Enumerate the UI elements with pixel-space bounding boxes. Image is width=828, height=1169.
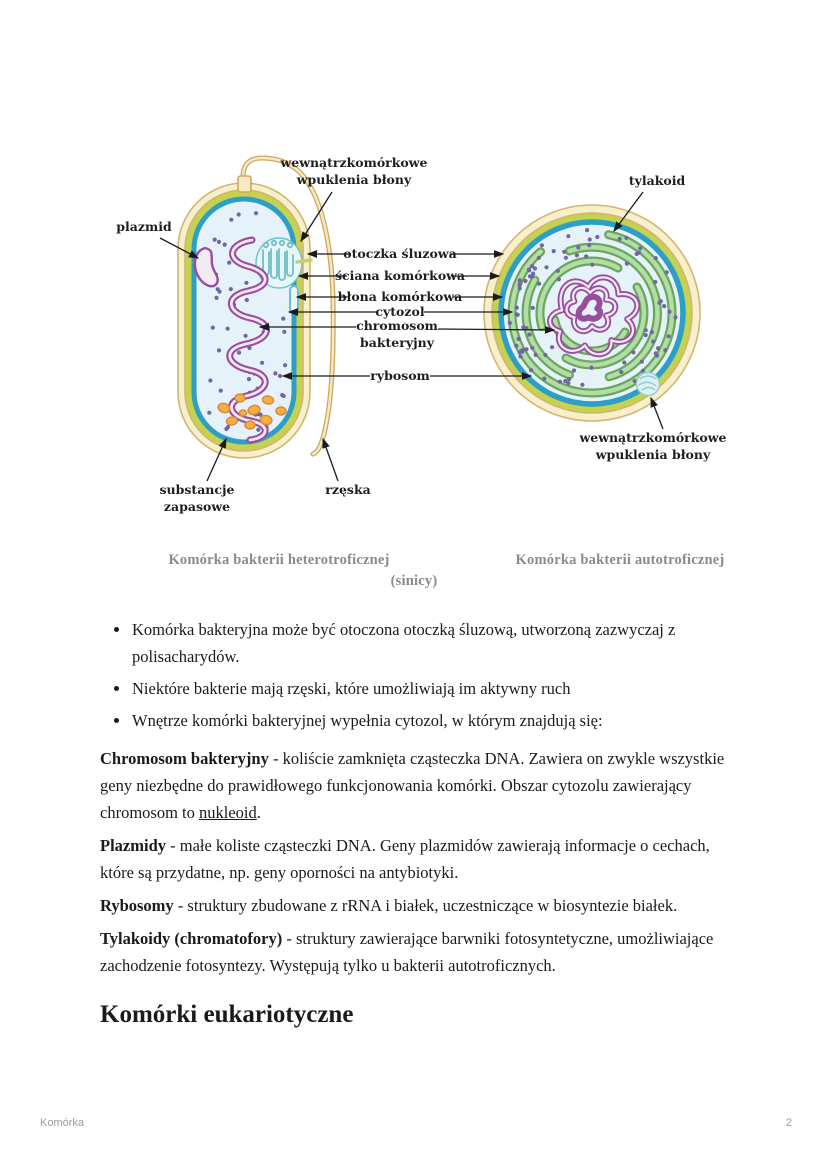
caption-heterotrophic: Komórka bakterii heterotroficznej (168, 552, 390, 568)
paragraph-thylakoids: Tylakoidy (chromatofory) - struktury zaw… (100, 925, 732, 979)
label-storage2: zapasowe (164, 499, 230, 514)
label-invaginations-bottom2: wpuklenia błony (595, 447, 711, 462)
term-nucleoid: nukleoid (199, 803, 257, 822)
paragraph-plasmids: Plazmidy - małe koliste cząsteczki DNA. … (100, 832, 732, 886)
term-chromosome: Chromosom bakteryjny (100, 749, 269, 768)
label-chromosome: chromosom (356, 318, 438, 333)
term-thylakoids: Tylakoidy (chromatofory) (100, 929, 283, 948)
plasmid-shape (193, 246, 219, 288)
diagram-labels: wewnątrzkomórkowe wpuklenia błony plazmi… (116, 155, 726, 514)
paragraph-chromosome-text: - koliście zamknięta cząsteczka DNA. Zaw… (100, 749, 725, 822)
bacteria-diagram: wewnątrzkomórkowe wpuklenia błony plazmi… (116, 155, 726, 514)
label-ribosome: rybosom (370, 368, 430, 383)
chromosome-left (226, 236, 270, 444)
label-flagellum: rzęska (325, 482, 370, 497)
paragraph-thylakoids-text: - struktury zawierające barwniki fotosyn… (100, 929, 714, 975)
storage-granules (217, 393, 287, 430)
membrane-fold-shape (289, 285, 299, 314)
label-storage: substancje (160, 482, 235, 497)
bullet-list: Komórka bakteryjna może być otoczona oto… (100, 616, 732, 734)
label-thylakoid: tylakoid (629, 173, 686, 188)
footer-document-title: Komórka (40, 1117, 85, 1129)
caption-autotrophic: Komórka bakterii autotroficznej (515, 552, 725, 568)
label-slime-capsule: otoczka śluzowa (343, 246, 456, 261)
heterotrophic-cell (177, 182, 313, 459)
label-cell-wall: ściana komórkowa (335, 268, 465, 283)
paragraph-ribosomes-text: - struktury zbudowane z rRNA i białek, u… (173, 896, 678, 915)
label-chromosome2: bakteryjny (360, 335, 435, 350)
label-invaginations-top2: wpuklenia błony (296, 172, 412, 187)
footer-page-number: 2 (785, 1117, 792, 1129)
caption-cyanobacteria: (sinicy) (390, 573, 438, 589)
membrane-invaginations-right (635, 371, 661, 397)
paragraph-ribosomes: Rybosomy - struktury zbudowane z rRNA i … (100, 892, 732, 919)
label-cell-membrane: błona komórkowa (338, 289, 462, 304)
ribosome-dots-right (507, 228, 678, 387)
paragraph-chromosome: Chromosom bakteryjny - koliście zamknięt… (100, 745, 732, 826)
paragraph-plasmids-text: - małe koliste cząsteczki DNA. Geny plaz… (100, 836, 710, 882)
label-invaginations-bottom: wewnątrzkomórkowe (579, 430, 727, 445)
label-cytosol: cytozol (375, 304, 424, 319)
body-content: Komórka bakteryjna może być otoczona oto… (100, 616, 732, 1030)
term-ribosomes: Rybosomy (100, 896, 174, 915)
bullet-flagella: Niektóre bakterie mają rzęski, które umo… (131, 675, 732, 702)
label-plasmid: plazmid (116, 219, 172, 234)
chromosome-right (547, 274, 641, 358)
paragraph-chromosome-end: . (256, 803, 261, 822)
autotrophic-cell (483, 204, 701, 422)
cell-membrane-shape (191, 196, 297, 445)
bullet-cytosol: Wnętrze komórki bakteryjnej wypełnia cyt… (131, 707, 732, 734)
section-heading: Komórki eukariotyczne (100, 1001, 354, 1028)
term-plasmids: Plazmidy (100, 836, 166, 855)
label-invaginations-top: wewnątrzkomórkowe (280, 155, 428, 170)
flagellum-shape (237, 155, 336, 457)
bullet-slime: Komórka bakteryjna może być otoczona oto… (131, 616, 732, 670)
